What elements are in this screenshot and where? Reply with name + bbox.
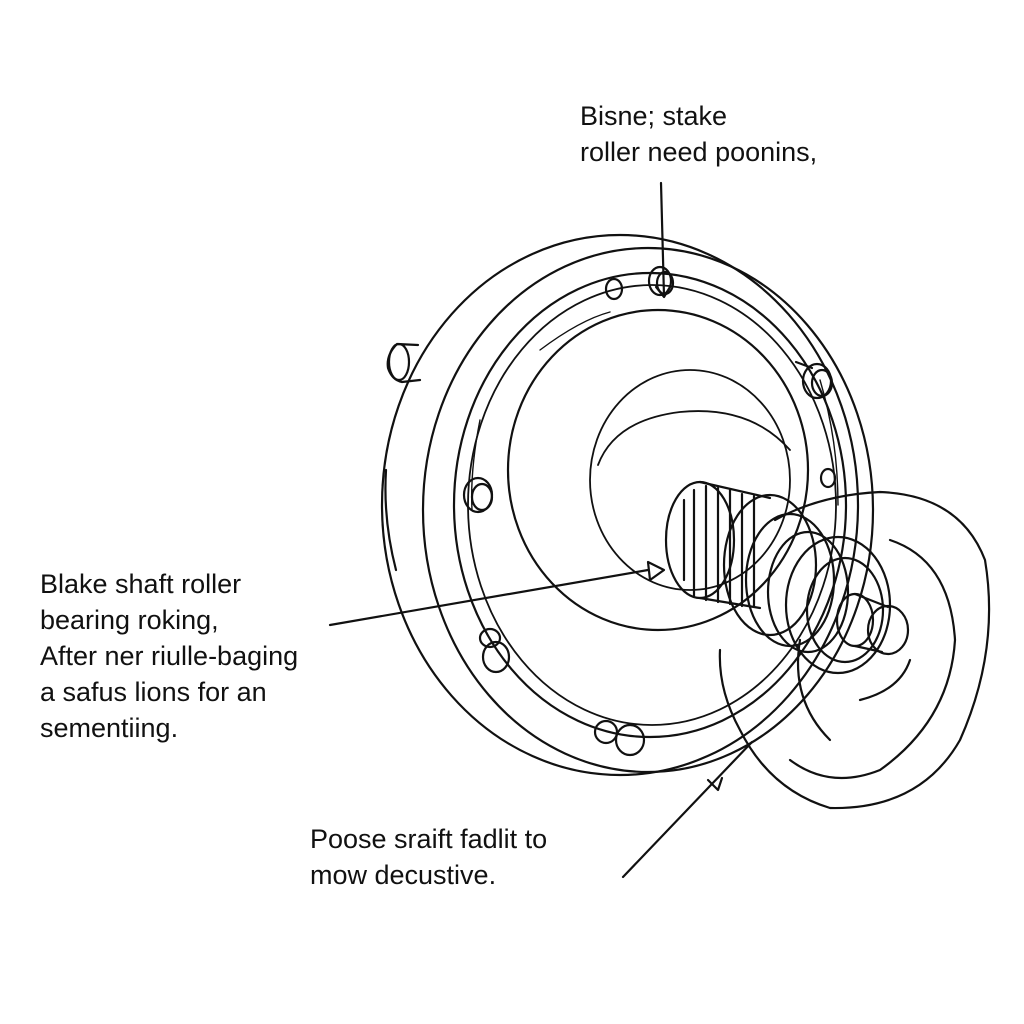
callout-left-line-5: sementiing. (40, 713, 179, 743)
roller (819, 467, 837, 489)
callout-left: Blake shaft roller bearing roking, After… (40, 566, 298, 746)
roller (647, 265, 675, 297)
roller (794, 360, 834, 400)
hub-dome-inner (589, 369, 791, 591)
roller (593, 719, 646, 757)
leader-line-left (328, 568, 650, 627)
washer (766, 530, 850, 654)
arrowhead-left (646, 560, 666, 582)
housing-back-edge (380, 233, 860, 777)
end-shaft (835, 592, 910, 656)
front-flange (718, 490, 991, 810)
callout-top: Bisne; stake roller need poonins, (580, 98, 817, 170)
callout-left-line-4: a safus lions for an (40, 677, 267, 707)
washer (722, 493, 818, 637)
rear-shaft-stub (386, 342, 422, 384)
callout-top-line-1: Bisne; stake (580, 101, 728, 131)
roller (604, 277, 624, 301)
callout-bottom-line-1: Poose sraift fadlit to (310, 824, 548, 854)
leader-line-bottom (621, 740, 754, 879)
housing-front-edge (421, 246, 875, 774)
hub-dome-outer (506, 308, 810, 632)
callout-bottom: Poose sraift fadlit to mow decustive. (310, 821, 547, 893)
washer-inner (805, 556, 885, 664)
callout-left-line-3: After ner riulle-baging (40, 641, 299, 671)
leader-lines (328, 181, 754, 879)
arrowhead-bottom (706, 776, 724, 792)
race-inner-edge (467, 284, 837, 726)
callout-bottom-line-2: mow decustive. (310, 860, 497, 890)
splined-collar (664, 480, 772, 610)
washer-stack (722, 493, 892, 675)
roller-elements (462, 265, 837, 757)
leader-line-top (659, 181, 666, 298)
callout-top-line-2: roller need poonins, (580, 137, 818, 167)
arrowhead-top (654, 285, 672, 299)
center-hub (506, 308, 810, 632)
callout-left-line-2: bearing roking, (40, 605, 219, 635)
roller (478, 627, 511, 674)
outer-housing-rim (380, 233, 875, 777)
callout-left-line-1: Blake shaft roller (40, 569, 242, 599)
roller (462, 476, 494, 514)
